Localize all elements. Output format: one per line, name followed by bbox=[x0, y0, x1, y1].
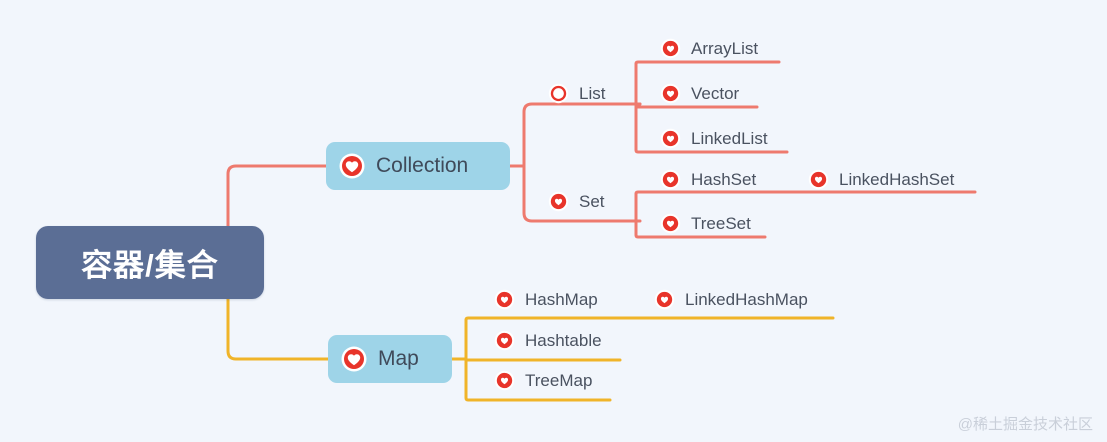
leaf-node-hashtable[interactable]: Hashtable bbox=[494, 330, 602, 351]
heart-circle-icon bbox=[660, 169, 681, 190]
heart-circle-icon bbox=[660, 213, 681, 234]
leaf-label-arraylist: ArrayList bbox=[691, 38, 759, 58]
heart-circle-icon bbox=[339, 153, 365, 179]
root-node-label: 容器/集合 bbox=[81, 248, 219, 283]
leaf-label-hashmap: HashMap bbox=[525, 289, 598, 309]
branch-node-map[interactable]: Map bbox=[328, 335, 452, 383]
leaf-label-linkedhashmap: LinkedHashMap bbox=[685, 289, 808, 309]
leaf-node-linkedlist[interactable]: LinkedList bbox=[660, 128, 768, 149]
heart-circle-icon bbox=[660, 38, 681, 59]
leaf-label-vector: Vector bbox=[691, 83, 740, 103]
branch-label-collection: Collection bbox=[376, 154, 469, 177]
leaf-node-arraylist[interactable]: ArrayList bbox=[660, 38, 758, 59]
leaf-label-treemap: TreeMap bbox=[525, 370, 593, 390]
leaf-label-treeset: TreeSet bbox=[691, 213, 751, 233]
heart-circle-icon bbox=[660, 83, 681, 104]
leaf-label-hashset: HashSet bbox=[691, 169, 757, 189]
heart-circle-icon bbox=[808, 169, 829, 190]
group-label-set: Set bbox=[579, 191, 605, 211]
heart-circle-icon bbox=[660, 128, 681, 149]
heart-circle-icon bbox=[494, 370, 515, 391]
leaf-node-linkedhashset[interactable]: LinkedHashSet bbox=[808, 169, 954, 190]
group-label-list: List bbox=[579, 83, 606, 103]
heart-circle-icon bbox=[341, 346, 367, 372]
wire-hashmap-underline bbox=[464, 316, 835, 322]
leaf-node-vector[interactable]: Vector bbox=[660, 83, 739, 104]
leaf-label-linkedhashset: LinkedHashSet bbox=[839, 169, 955, 189]
leaf-node-treeset[interactable]: TreeSet bbox=[660, 213, 751, 234]
heart-circle-icon bbox=[494, 289, 515, 310]
heart-circle-icon bbox=[548, 83, 569, 104]
leaf-node-hashmap[interactable]: HashMap bbox=[494, 289, 598, 310]
leaf-node-hashset[interactable]: HashSet bbox=[660, 169, 756, 190]
root-node[interactable]: 容器/集合 bbox=[36, 226, 264, 299]
wire-hashset-underline bbox=[634, 190, 977, 196]
branch-label-map: Map bbox=[378, 347, 419, 370]
branch-node-collection[interactable]: Collection bbox=[326, 142, 510, 190]
leaf-label-linkedlist: LinkedList bbox=[691, 128, 768, 148]
wire-root-map bbox=[226, 288, 330, 361]
group-node-list[interactable]: List bbox=[548, 83, 605, 104]
heart-circle-icon bbox=[494, 330, 515, 351]
watermark-text: @稀土掘金技术社区 bbox=[957, 416, 1093, 433]
heart-circle-icon bbox=[548, 191, 569, 212]
group-node-set[interactable]: Set bbox=[548, 191, 605, 212]
heart-circle-icon bbox=[654, 289, 675, 310]
leaf-node-linkedhashmap[interactable]: LinkedHashMap bbox=[654, 289, 808, 310]
leaf-node-treemap[interactable]: TreeMap bbox=[494, 370, 592, 391]
leaf-label-hashtable: Hashtable bbox=[525, 330, 602, 350]
